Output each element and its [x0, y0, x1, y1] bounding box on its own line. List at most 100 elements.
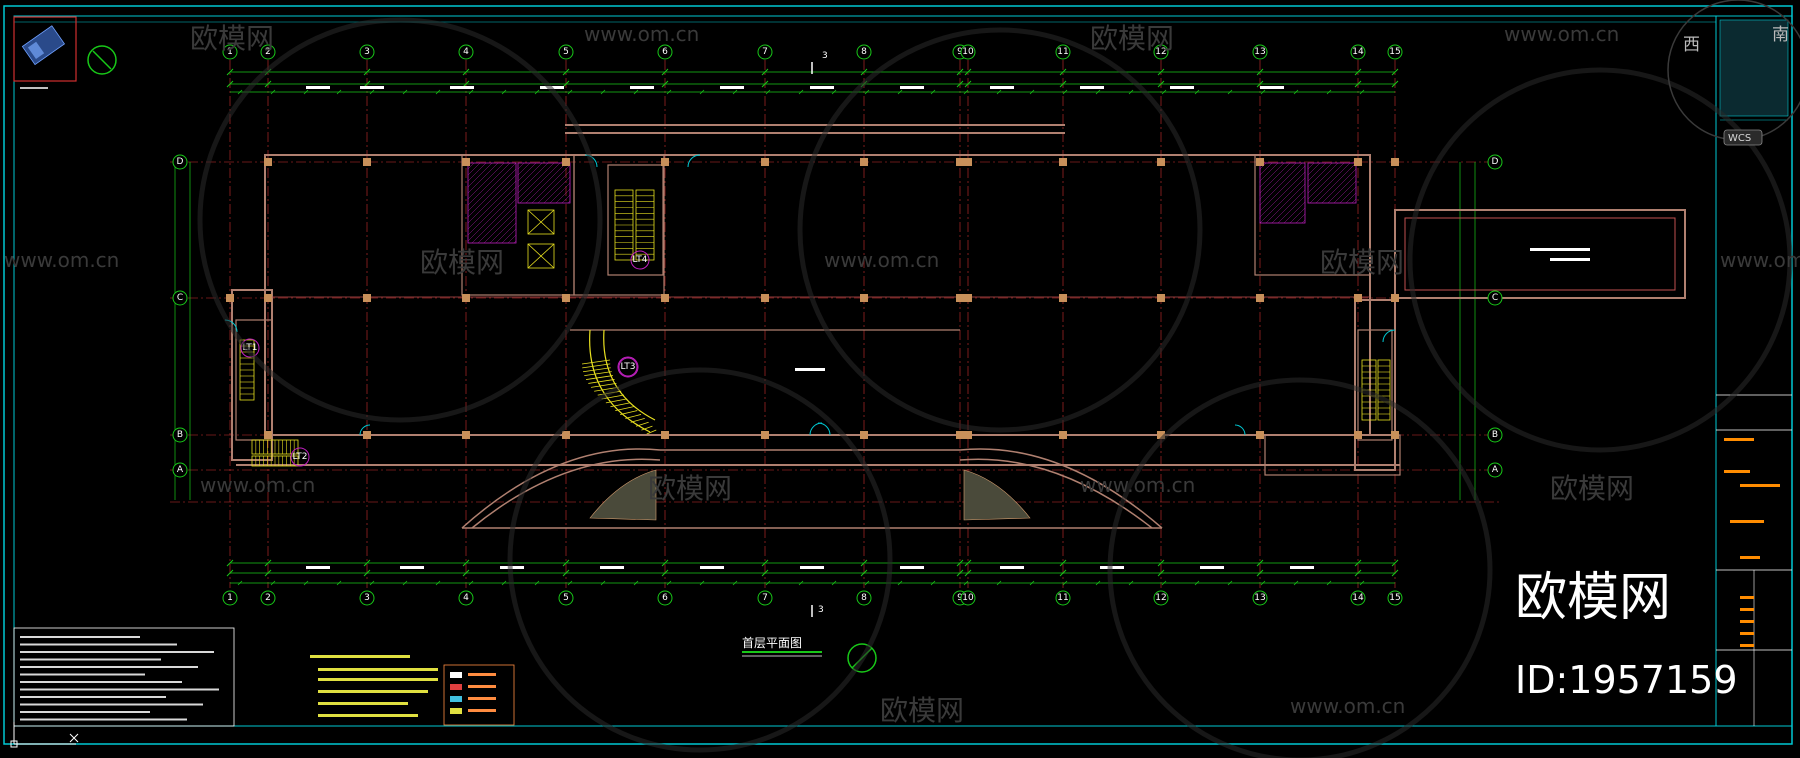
grid-bubble-label: 3 [364, 593, 370, 603]
ucs-icon [10, 722, 79, 748]
grid-bubble-12-bottom: 12 [1153, 590, 1169, 606]
grid-bubble-label: 12 [1155, 47, 1166, 57]
column [1354, 158, 1362, 166]
grid-bubble-label: 14 [1352, 593, 1364, 603]
stair-tag-lt1: LT1 [240, 338, 260, 358]
spiral-stair-treads [581, 359, 657, 435]
grid-bubble-label: 11 [1057, 593, 1068, 603]
grid-bubble-B-right: B [1487, 427, 1503, 443]
grid-bubble-2-top: 2 [260, 44, 276, 60]
grid-bubble-C-right: C [1487, 290, 1503, 306]
grid-bubble-label: 1 [227, 593, 233, 603]
key-plan-thumbnail [13, 16, 117, 89]
grid-bubble-label: 7 [762, 47, 768, 57]
grid-bubble-13-top: 13 [1252, 44, 1268, 60]
grid-bubble-6-top: 6 [657, 44, 673, 60]
staircases [239, 189, 1391, 467]
grid-bubble-label: 1 [227, 47, 233, 57]
general-notes-table [13, 627, 235, 727]
grid-bubble-label: 2 [265, 593, 271, 603]
grid-bubble-1-bottom: 1 [222, 590, 238, 606]
column [363, 158, 371, 166]
column [1157, 158, 1165, 166]
wcs-button[interactable] [1723, 129, 1763, 146]
grid-bubble-label: 11 [1057, 47, 1068, 57]
grid-bubble-label: 2 [265, 47, 271, 57]
watermark-url-7: www.om.cn [1080, 473, 1195, 497]
grid-bubble-2-bottom: 2 [260, 590, 276, 606]
column [264, 158, 272, 166]
watermark-brand-1: 欧模网 [190, 22, 274, 55]
grid-bubble-7-bottom: 7 [757, 590, 773, 606]
column [1157, 431, 1165, 439]
section-mark-bottom: 3 [811, 605, 824, 617]
watermark-brand-5: 欧模网 [648, 472, 732, 505]
brand-logo-text: 欧模网 [1515, 568, 1671, 628]
grid-axis-bubbles: 1122334455667788991010111112121313141415… [172, 44, 1503, 606]
viewcube[interactable]: 西 南 WCS [1667, 0, 1800, 146]
grid-bubble-11-top: 11 [1055, 44, 1071, 60]
column [964, 431, 972, 439]
stair-tag-lt3: LT3 [618, 357, 638, 377]
column [956, 431, 964, 439]
grid-bubble-14-top: 14 [1350, 44, 1366, 60]
watermark-brand-6: 欧模网 [1550, 472, 1634, 505]
elevator-shafts [527, 209, 555, 269]
grid-bubble-13-bottom: 13 [1252, 590, 1268, 606]
grid-bubble-label: A [1492, 465, 1499, 475]
watermark-url-1: www.om.cn [584, 22, 699, 46]
watermark-layer: 欧模网 www.om.cn 欧模网 www.om.cn www.om.cn 欧模… [4, 17, 1800, 758]
grid-bubble-1-top: 1 [222, 44, 238, 60]
grid-bubble-label: 4 [463, 47, 469, 57]
grid-bubble-label: 7 [762, 593, 768, 603]
svg-text:LT4: LT4 [633, 255, 648, 265]
watermark-brand-3: 欧模网 [420, 246, 504, 279]
column [1391, 294, 1399, 302]
column [226, 294, 234, 302]
column [462, 431, 470, 439]
grid-bubble-label: 10 [962, 47, 974, 57]
column [661, 158, 669, 166]
grid-bubble-label: C [1492, 293, 1498, 303]
column [1256, 294, 1264, 302]
column [562, 294, 570, 302]
column [1354, 431, 1362, 439]
grid-bubble-8-top: 8 [856, 44, 872, 60]
grid-lines-vertical [229, 60, 1396, 588]
column [1256, 431, 1264, 439]
branding-overlay: 欧模网 ID:1957159 [1515, 568, 1738, 702]
watermark-url-8: www.om.cn [1290, 694, 1405, 718]
watermark-brand-4: 欧模网 [1320, 246, 1404, 279]
grid-bubble-label: 15 [1389, 593, 1400, 603]
drawing-title-text: 首层平面图 [742, 636, 802, 650]
column [1256, 158, 1264, 166]
grid-bubble-label: 6 [662, 593, 668, 603]
wcs-button-label[interactable]: WCS [1728, 133, 1751, 144]
column [1354, 294, 1362, 302]
grid-bubble-3-top: 3 [359, 44, 375, 60]
column [562, 431, 570, 439]
column [363, 294, 371, 302]
column [661, 294, 669, 302]
grid-bubble-label: 5 [563, 47, 569, 57]
grid-bubble-A-left: A [172, 462, 188, 478]
column [761, 294, 769, 302]
grid-bubble-label: 9 [957, 47, 963, 57]
section-mark-top-number: 3 [822, 51, 828, 61]
grid-bubble-12-top: 12 [1153, 44, 1169, 60]
grid-bubble-label: 12 [1155, 593, 1166, 603]
watermark-url-3: www.om.cn [4, 248, 119, 272]
section-mark-bottom-number: 3 [818, 605, 824, 615]
grid-bubble-label: 15 [1389, 47, 1400, 57]
column [761, 431, 769, 439]
viewcube-west-label[interactable]: 西 [1683, 35, 1700, 55]
grid-bubble-label: B [177, 430, 183, 440]
viewcube-south-label[interactable]: 南 [1772, 25, 1789, 45]
grid-bubble-label: 13 [1254, 593, 1265, 603]
section-mark-top: 3 [811, 51, 828, 74]
column [860, 431, 868, 439]
grid-bubble-label: 4 [463, 593, 469, 603]
fire-notes [310, 655, 438, 717]
drawing-title: 首层平面图 [742, 636, 822, 657]
